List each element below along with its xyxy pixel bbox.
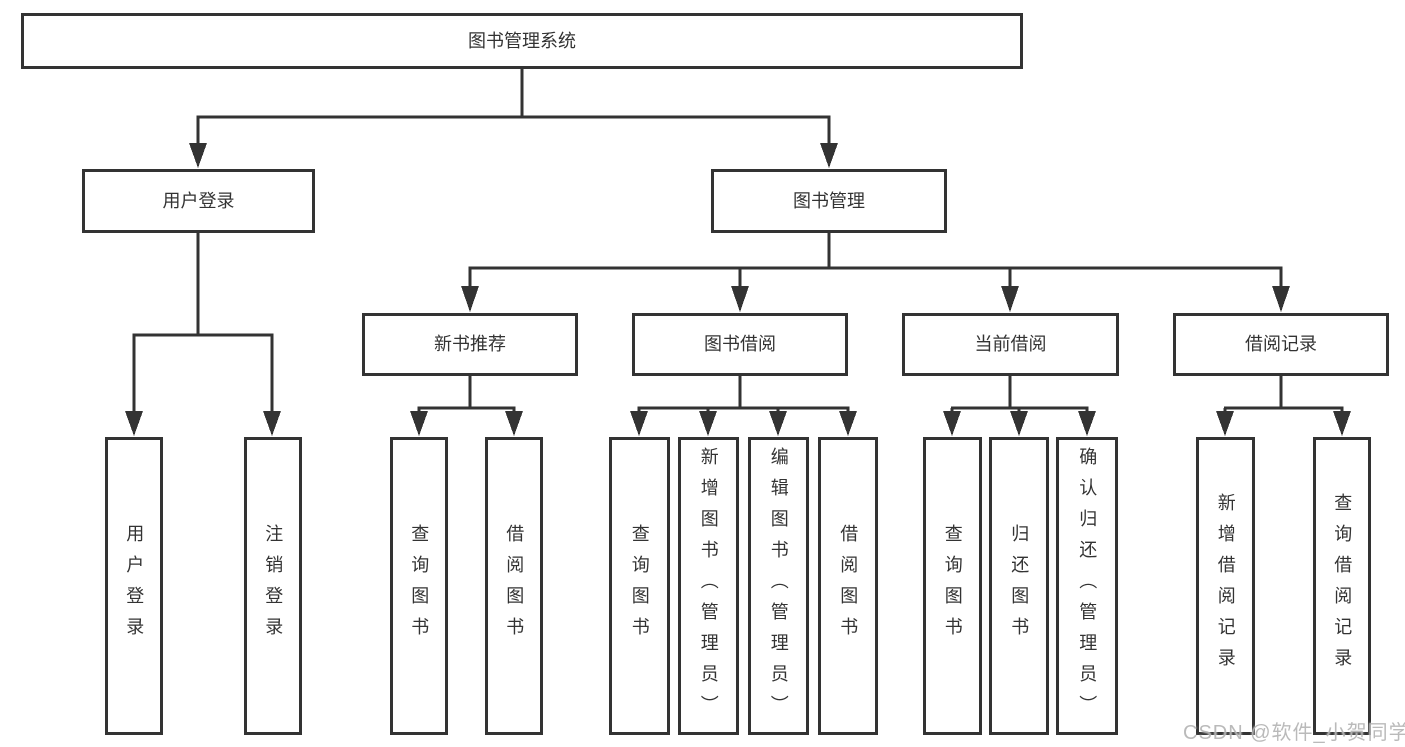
arrowhead-icon xyxy=(505,411,523,436)
connector-current-borrow-children xyxy=(943,376,1096,436)
node-leaf-edit-books-admin: 编辑图书（管理员） xyxy=(748,437,809,735)
node-borrow-record: 借阅记录 xyxy=(1173,313,1389,376)
node-leaf-query-books-1: 查询图书 xyxy=(390,437,448,735)
node-leaf-borrow-books-2: 借阅图书 xyxy=(818,437,878,735)
arrowhead-icon xyxy=(189,143,207,168)
connector-user-login-children xyxy=(125,233,281,436)
node-book-borrow: 图书借阅 xyxy=(632,313,848,376)
node-leaf-add-borrow-record: 新增借阅记录 xyxy=(1196,437,1255,735)
node-leaf-logout: 注销登录 xyxy=(244,437,302,735)
connector-new-book-recommend-children xyxy=(410,376,523,436)
node-leaf-query-borrow-record: 查询借阅记录 xyxy=(1313,437,1371,735)
node-leaf-borrow-books-1: 借阅图书 xyxy=(485,437,543,735)
arrowhead-icon xyxy=(1272,286,1290,312)
arrowhead-icon xyxy=(263,411,281,436)
node-leaf-query-books-2: 查询图书 xyxy=(609,437,670,735)
arrowhead-icon xyxy=(410,411,428,436)
node-user-login: 用户登录 xyxy=(82,169,315,233)
arrowhead-icon xyxy=(630,411,648,436)
arrowhead-icon xyxy=(943,411,961,436)
arrowhead-icon xyxy=(461,286,479,312)
arrowhead-icon xyxy=(1010,411,1028,436)
node-leaf-add-books-admin: 新增图书（管理员） xyxy=(678,437,739,735)
arrowhead-icon xyxy=(1333,411,1351,436)
connector-book-borrow-children xyxy=(630,376,857,436)
connector-borrow-record-children xyxy=(1216,376,1351,436)
arrowhead-icon xyxy=(1078,411,1096,436)
arrowhead-icon xyxy=(125,411,143,436)
arrowhead-icon xyxy=(1001,286,1019,312)
arrowhead-icon xyxy=(699,411,717,436)
node-leaf-query-books-3: 查询图书 xyxy=(923,437,982,735)
watermark: CSDN @软件_小贺同学 xyxy=(1183,722,1405,744)
node-leaf-confirm-return-admin: 确认归还（管理员） xyxy=(1056,437,1118,735)
arrowhead-icon xyxy=(769,411,787,436)
node-leaf-return-books: 归还图书 xyxy=(989,437,1049,735)
node-new-book-recommend: 新书推荐 xyxy=(362,313,578,376)
connector-book-management-children xyxy=(461,233,1290,312)
arrowhead-icon xyxy=(839,411,857,436)
node-book-management: 图书管理 xyxy=(711,169,947,233)
node-root-system: 图书管理系统 xyxy=(21,13,1023,69)
node-current-borrow: 当前借阅 xyxy=(902,313,1119,376)
arrowhead-icon xyxy=(820,143,838,168)
arrowhead-icon xyxy=(731,286,749,312)
connector-root-to-level2 xyxy=(189,69,838,168)
arrowhead-icon xyxy=(1216,411,1234,436)
node-leaf-user-login: 用户登录 xyxy=(105,437,163,735)
